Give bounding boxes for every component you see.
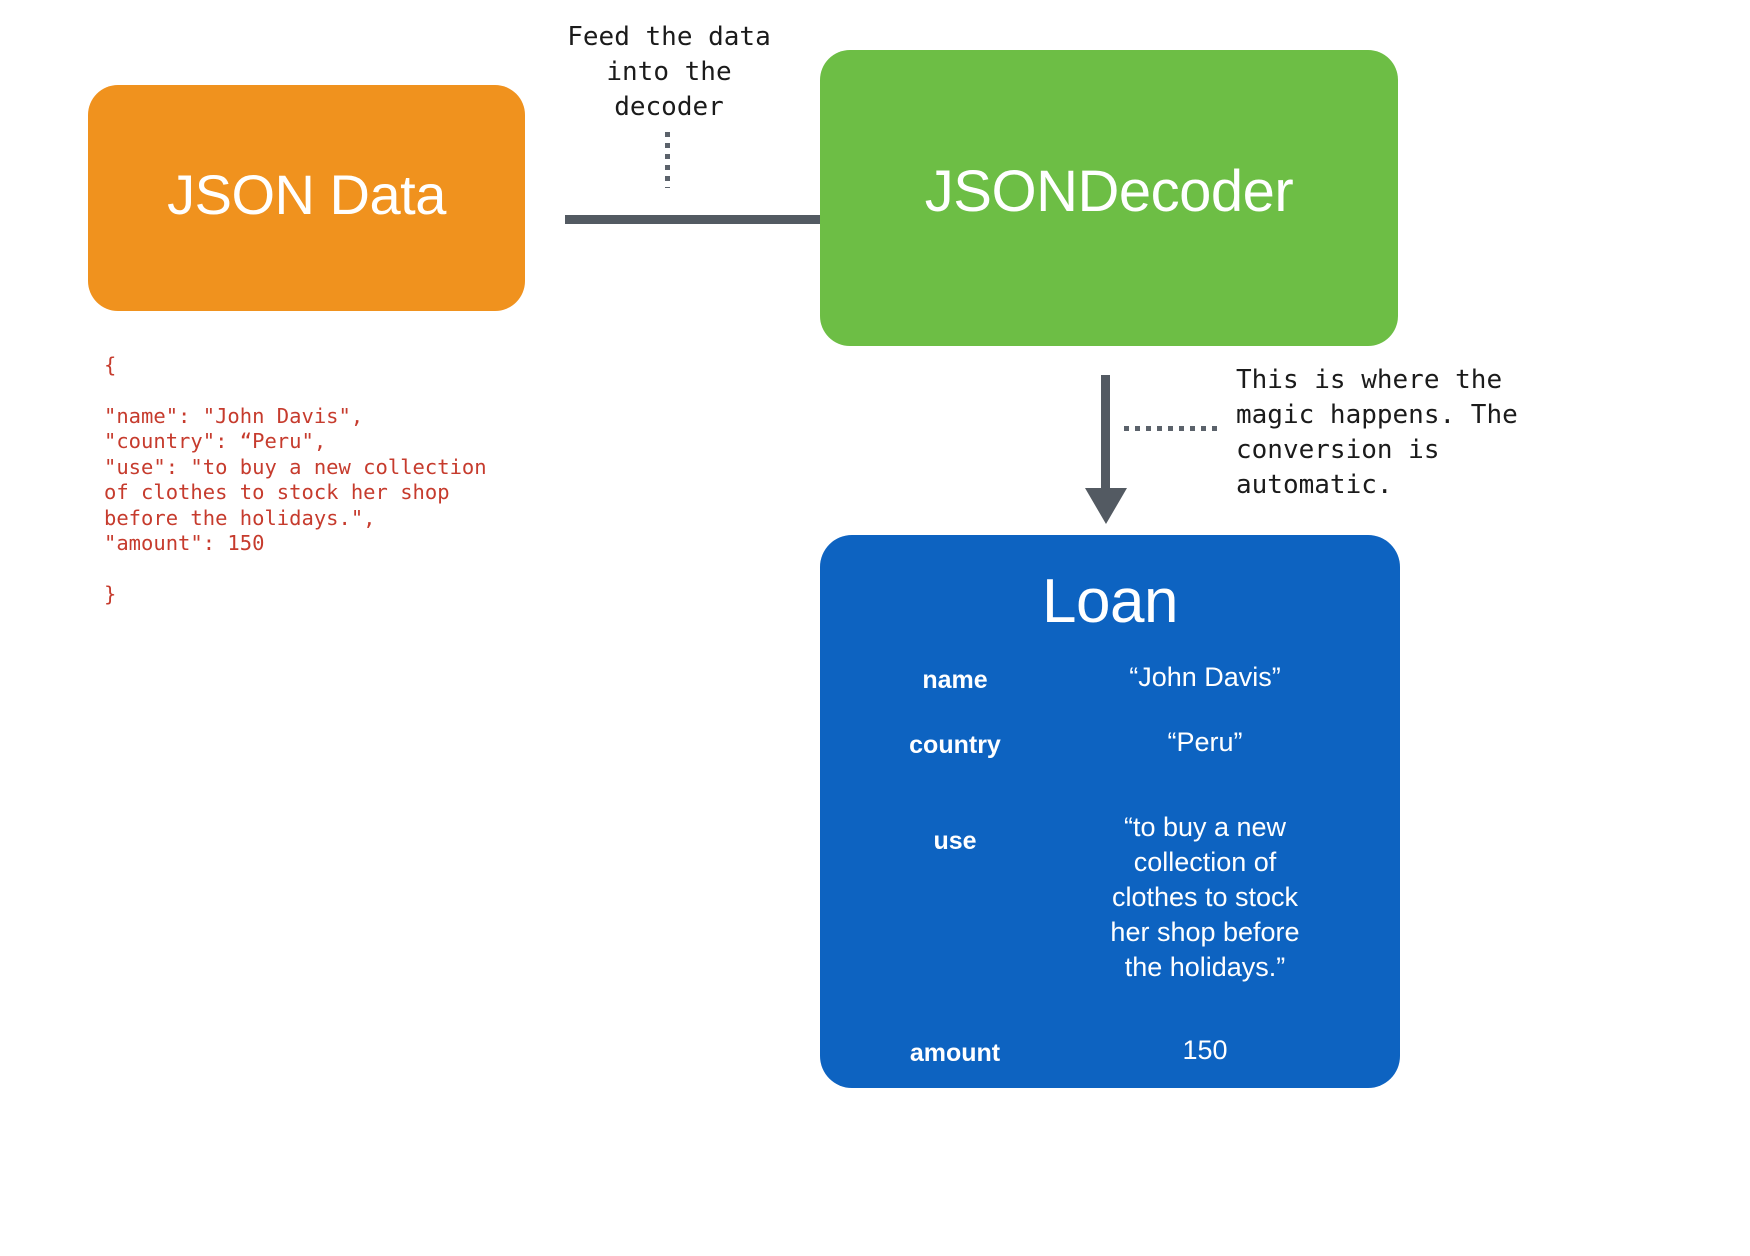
- loan-property-row: amount 150: [860, 1033, 1360, 1070]
- feed-leader-dotted-line: [665, 132, 670, 188]
- loan-property-key: use: [933, 827, 977, 855]
- magic-annotation-label: This is where the magic happens. The con…: [1236, 365, 1518, 500]
- loan-property-row: name “John Davis”: [860, 660, 1360, 697]
- loan-property-key: country: [909, 731, 1001, 759]
- loan-property-row: country “Peru”: [860, 725, 1360, 762]
- feed-arrow-shaft: [565, 215, 841, 224]
- decode-arrow-head-icon: [1085, 488, 1127, 524]
- json-data-box-title: JSON Data: [167, 163, 446, 226]
- loan-box-title: Loan: [1042, 567, 1178, 636]
- feed-annotation-label: Feed the data into the decoder: [567, 22, 771, 122]
- jsondecoder-box: JSONDecoder: [820, 50, 1398, 346]
- loan-property-key: name: [922, 666, 988, 694]
- json-data-box: JSON Data: [88, 85, 525, 311]
- loan-property-value: 150: [1182, 1035, 1228, 1065]
- loan-property-row: use “to buy a new collection of clothes …: [860, 810, 1360, 985]
- loan-property-value: “John Davis”: [1129, 662, 1281, 692]
- loan-property-value: “Peru”: [1167, 727, 1243, 757]
- loan-property-value: “to buy a new collection of clothes to s…: [1110, 812, 1300, 982]
- magic-leader-dotted-line: [1124, 426, 1218, 431]
- loan-property-key: amount: [909, 1039, 1001, 1067]
- decode-arrow-shaft: [1101, 375, 1110, 493]
- json-source-code: { "name": "John Davis", "country": “Peru…: [104, 352, 487, 607]
- jsondecoder-box-title: JSONDecoder: [924, 159, 1294, 224]
- loan-properties-list: name “John Davis” country “Peru” use “to…: [860, 660, 1360, 1098]
- loan-box: Loan name “John Davis” country “Peru” us…: [820, 535, 1400, 1088]
